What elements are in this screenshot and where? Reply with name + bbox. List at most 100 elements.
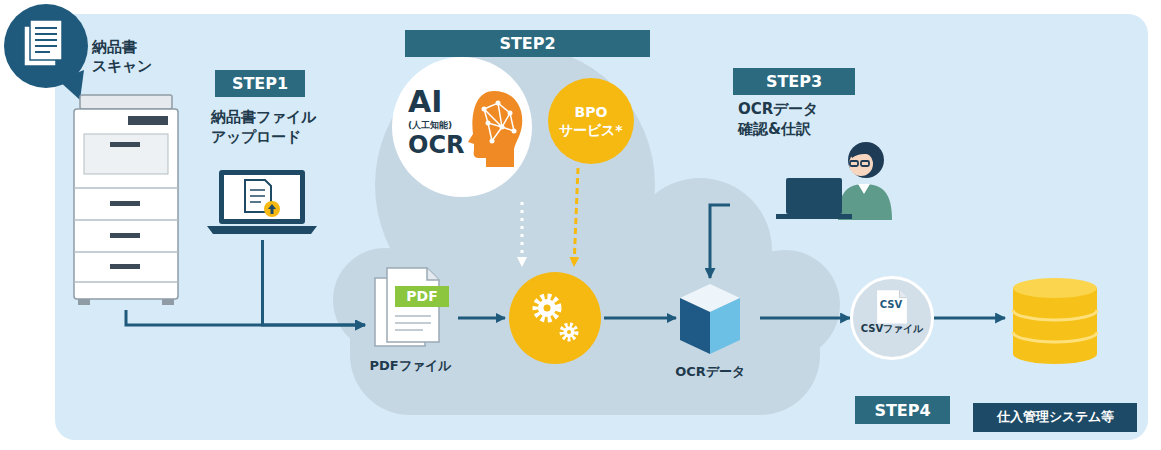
pdf-file-node: PDF PDFファイル — [365, 262, 455, 374]
flow-connector — [263, 240, 366, 325]
head-icon-part — [512, 129, 517, 134]
person-icon-part — [858, 184, 870, 194]
laptop-icon-part — [207, 226, 317, 234]
person-icon-part — [786, 178, 842, 214]
pdf-icon-part — [427, 268, 439, 280]
process-gear-part — [509, 272, 601, 364]
person-icon-part — [850, 161, 858, 166]
process-gear-part — [562, 325, 576, 339]
step-label: STEP3 — [766, 72, 822, 91]
node-text: OCRデータ — [675, 364, 745, 380]
person-icon-part — [850, 146, 880, 162]
cube-icon-part — [680, 298, 710, 354]
person-icon-part — [850, 161, 869, 166]
node-text: 納品書 スキャン — [92, 38, 172, 76]
process-gear-part — [564, 327, 575, 338]
head-icon-part — [468, 91, 522, 167]
flow-connector — [710, 205, 730, 278]
printer-icon-part — [74, 251, 178, 253]
db-icon-part — [1013, 310, 1097, 320]
laptop-icon-part — [264, 201, 280, 217]
step-label: STEP1 — [232, 74, 288, 93]
process-gear — [509, 272, 601, 364]
upload-node: 納品書ファイル アップロード — [205, 108, 320, 240]
printer-icon-part — [110, 233, 140, 238]
step-band: STEP1 — [215, 70, 305, 97]
person-icon-part — [776, 214, 852, 219]
step-band: STEP2 — [405, 30, 650, 57]
scan-bubble — [4, 4, 88, 100]
head-icon-part — [500, 125, 505, 130]
step-label: STEP2 — [499, 34, 555, 53]
printer-icon-part — [84, 134, 168, 174]
laptop-icon-part — [219, 170, 305, 224]
flow-arrow — [604, 317, 676, 320]
laptop-icon-part — [268, 204, 276, 214]
flow-connector — [126, 310, 365, 325]
head-icon-part — [486, 121, 491, 126]
laptop-icon-part — [250, 190, 265, 202]
node-text: PDF — [395, 286, 449, 307]
pdf-icon-part — [395, 329, 423, 331]
head-icon-part — [490, 139, 495, 144]
scan-bubble-part — [35, 39, 57, 41]
process-gear-part — [536, 297, 558, 319]
laptop-icon-part — [224, 175, 300, 219]
cloud-shape-part — [730, 250, 840, 360]
printer-icon-part — [80, 95, 172, 109]
flow-connector — [760, 317, 850, 320]
node-text: CSV — [880, 299, 902, 311]
scan-bubble-part — [35, 33, 57, 35]
pdf-icon — [365, 262, 455, 374]
csv-file-circle: CSV CSVファイル — [850, 276, 934, 360]
printer-icon — [70, 38, 182, 310]
person-icon-part — [848, 142, 884, 178]
ocr-data-node: OCRデータ — [660, 278, 760, 380]
printer-icon-part — [162, 299, 174, 305]
printer-icon-part — [78, 299, 90, 305]
printer-icon-part — [74, 219, 178, 221]
cube-icon-part — [710, 298, 740, 354]
node-text: OCR — [408, 132, 532, 158]
scan-bubble-part — [35, 27, 57, 29]
scan-bubble-part — [35, 51, 50, 53]
process-region — [55, 14, 1148, 440]
step-band: STEP3 — [733, 68, 855, 95]
head-icon-part — [482, 101, 517, 144]
db-icon-part — [1013, 278, 1097, 298]
ai-ocr-circle: AI(人工知能)OCR — [392, 57, 532, 197]
db-icon-part — [1013, 332, 1097, 342]
printer-icon-part — [74, 187, 178, 189]
database-node: 仕入管理システム等 — [1005, 270, 1105, 432]
pdf-icon-part — [395, 322, 431, 324]
head-icon-part — [482, 107, 487, 112]
scan-bubble-part — [4, 4, 88, 88]
printer-icon-part — [110, 201, 140, 206]
ai-dotted-arrow — [521, 202, 524, 266]
scan-bubble-part — [30, 20, 62, 60]
csv-icon — [853, 279, 931, 357]
laptop-icon-part — [250, 201, 261, 203]
printer-icon-part — [128, 116, 168, 125]
person-icon-part — [861, 161, 869, 166]
node-text: BPO サービス* — [552, 103, 630, 139]
head-icon-part — [484, 103, 514, 141]
pdf-icon-part — [395, 315, 431, 317]
flow-connector — [934, 317, 1005, 320]
head-icon-part — [496, 101, 501, 106]
process-gear-part — [567, 330, 571, 334]
node-text: CSVファイル — [861, 323, 923, 335]
head-icon-part — [508, 111, 513, 116]
node-text: PDFファイル — [369, 358, 450, 374]
laptop-icon-part — [250, 189, 265, 191]
process-gear-part — [538, 299, 556, 317]
node-text: OCRデータ 確認&仕訳 — [738, 100, 853, 139]
head-icon-part — [484, 103, 514, 141]
node-text: 納品書ファイル アップロード — [211, 108, 323, 147]
bpo-circle: BPO サービス* — [548, 78, 634, 164]
printer-icon-part — [74, 281, 178, 283]
node-text: AI — [408, 87, 532, 117]
pdf-icon-part — [395, 316, 431, 330]
laptop-icon-part — [250, 195, 265, 197]
